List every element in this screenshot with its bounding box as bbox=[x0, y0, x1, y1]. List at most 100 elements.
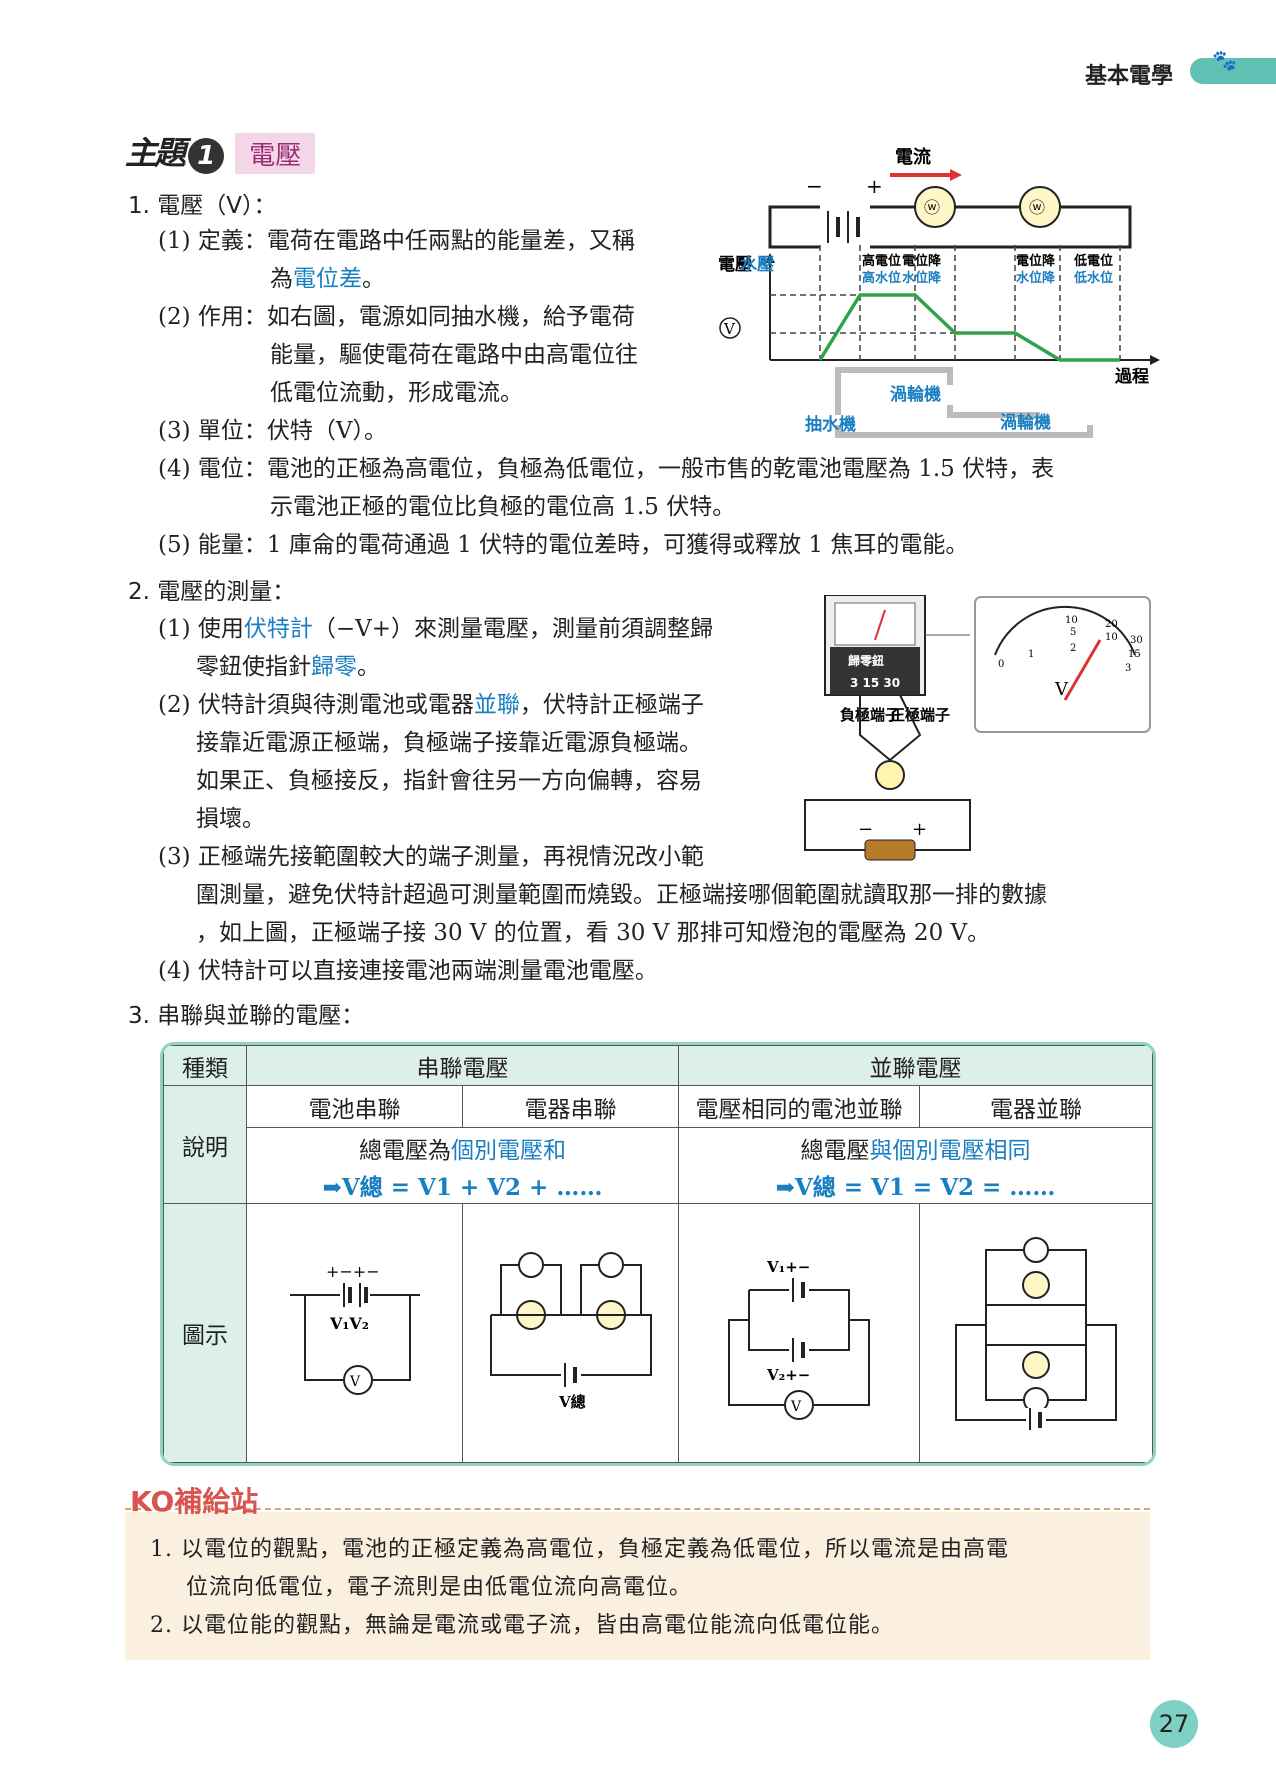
svg-text:15: 15 bbox=[1128, 649, 1141, 660]
battery-series-diagram: +−+− V₁V₂ V bbox=[289, 1262, 420, 1395]
svg-text:低電位: 低電位 bbox=[1073, 253, 1113, 269]
s1-definition-a: (1) 定義：電荷在電路中任兩點的能量差，又稱 bbox=[158, 228, 635, 254]
y-label-voltage: 電壓 bbox=[718, 255, 752, 275]
svg-text:2: 2 bbox=[1070, 643, 1076, 654]
paw-icon: 🐾 bbox=[1212, 48, 1237, 72]
parallel-desc: 總電壓與個別電壓相同 bbox=[678, 1127, 1153, 1168]
s2-m1-a: (1) 使用伏特計（−V+）來測量電壓，測量前須調整歸 bbox=[158, 616, 714, 642]
section-1-title: 1. 電壓（V）： bbox=[128, 193, 277, 219]
bulb-2-icon bbox=[1019, 186, 1061, 228]
term-voltmeter: 伏特計 bbox=[243, 616, 313, 642]
current-label: 電流 bbox=[895, 146, 931, 168]
s2-m3-b: 圍測量，避免伏特計超過可測量範圍而燒毀。正極端接哪個範圍就讀取那一排的數據 bbox=[196, 882, 1047, 908]
battery-icon bbox=[864, 839, 916, 861]
s2-m4: (4) 伏特計可以直接連接電池兩端測量電池電壓。 bbox=[158, 958, 658, 984]
s1-potential-a: (4) 電位：電池的正極為高電位，負極為低電位，一般市售的乾電池電壓為 1.5 … bbox=[158, 456, 1055, 482]
s2-m2-d: 損壞。 bbox=[196, 806, 265, 832]
ko-line-2: 2. 以電位能的觀點，無論是電流或電子流，皆由高電位能流向低電位能。 bbox=[150, 1613, 894, 1638]
battery-plus: + bbox=[866, 174, 883, 198]
s2-m1-b: 零鈕使指針歸零。 bbox=[196, 654, 380, 680]
terminal-labels: 3 15 30 bbox=[850, 676, 900, 690]
term-zero: 歸零 bbox=[311, 654, 357, 680]
chapter-title: 基本電學 bbox=[1085, 64, 1174, 89]
svg-text:+−+−: +−+− bbox=[326, 1262, 380, 1281]
diagram-device-parallel bbox=[919, 1203, 1153, 1463]
scale-v-label: V bbox=[1054, 679, 1069, 700]
svg-text:ⓦ: ⓦ bbox=[924, 198, 940, 217]
s2-m2-b: 接靠近電源正極端，負極端子接靠近電源負極端。 bbox=[196, 730, 702, 756]
svg-text:+: + bbox=[912, 819, 927, 840]
parallel-formula: ➡V總 = V1 = V2 = …… bbox=[678, 1167, 1153, 1204]
battery-minus: − bbox=[806, 174, 823, 198]
turbine-1-label: 渦輪機 bbox=[890, 384, 941, 405]
diagram-device-series: V總 bbox=[462, 1203, 679, 1463]
x-label: 過程 bbox=[1115, 367, 1149, 387]
svg-text:10: 10 bbox=[1065, 615, 1078, 626]
section-3-title: 3. 串聯與並聯的電壓： bbox=[128, 1003, 365, 1029]
sub-battery-series: 電池串聯 bbox=[246, 1085, 463, 1128]
svg-text:3: 3 bbox=[1125, 663, 1131, 674]
voltage-water-analogy-figure: 電流 − + ⓦ ⓦ 電壓 水壓 V 過程 高電位 電位降 高水位 水位降 電位… bbox=[718, 146, 1160, 438]
s2-m2-a: (2) 伏特計須與待測電池或電器並聯，伏特計正極端子 bbox=[158, 692, 704, 718]
s2-m3-c: ，如上圖，正極端子接 30 V 的位置，看 30 V 那排可知燈泡的電壓為 20… bbox=[196, 920, 991, 946]
svg-text:20: 20 bbox=[1105, 619, 1118, 630]
svg-text:V₁V₂: V₁V₂ bbox=[329, 1314, 369, 1333]
svg-text:−: − bbox=[858, 819, 873, 840]
th-parallel: 並聯電壓 bbox=[678, 1045, 1153, 1086]
series-formula: ➡V總 = V1 + V2 + …… bbox=[246, 1167, 679, 1204]
svg-text:V₁+−: V₁+− bbox=[766, 1258, 810, 1276]
diagram-battery-parallel: V₁+− V₂+− V bbox=[678, 1203, 920, 1463]
th-explain: 說明 bbox=[163, 1085, 247, 1204]
header-band bbox=[1190, 58, 1276, 84]
sub-device-series: 電器串聯 bbox=[462, 1085, 679, 1128]
svg-text:水位降: 水位降 bbox=[1016, 270, 1056, 286]
svg-text:電位降: 電位降 bbox=[902, 253, 942, 269]
s1-function-a: (2) 作用：如右圖，電源如同抽水機，給予電荷 bbox=[158, 304, 635, 330]
s2-m3-a: (3) 正極端先接範圍較大的端子測量，再視情況改小範 bbox=[158, 844, 704, 870]
sub-battery-parallel: 電壓相同的電池並聯 bbox=[678, 1085, 920, 1128]
potential-curve bbox=[818, 293, 1120, 362]
s1-potential-b: 示電池正極的電位比負極的電位高 1.5 伏特。 bbox=[270, 494, 736, 520]
th-kind: 種類 bbox=[163, 1045, 247, 1086]
svg-text:0: 0 bbox=[998, 659, 1004, 670]
battery-parallel-diagram: V₁+− V₂+− V bbox=[728, 1258, 870, 1420]
ko-divider bbox=[125, 1508, 1150, 1510]
turbine-2-label: 渦輪機 bbox=[1000, 412, 1051, 433]
th-series: 串聯電壓 bbox=[246, 1045, 679, 1086]
neg-terminal-label: 負極端子 bbox=[840, 706, 900, 724]
section-2-title: 2. 電壓的測量： bbox=[128, 579, 296, 605]
s2-m2-c: 如果正、負極接反，指針會往另一方向偏轉，容易 bbox=[196, 768, 702, 794]
device-parallel-diagram bbox=[955, 1237, 1117, 1432]
th-diagram: 圖示 bbox=[163, 1203, 247, 1463]
pos-terminal-label: 正極端子 bbox=[890, 706, 950, 724]
voltmeter-measurement-figure: 歸零鈕 3 15 30 10 20 30 5 10 15 0 1 2 3 V 負… bbox=[804, 595, 1151, 861]
device-series-diagram: V總 bbox=[489, 1252, 652, 1411]
svg-text:高水位: 高水位 bbox=[862, 270, 901, 286]
sub-device-parallel: 電器並聯 bbox=[919, 1085, 1153, 1128]
diagram-battery-series: +−+− V₁V₂ V bbox=[246, 1203, 463, 1463]
topic-number: 1 bbox=[188, 138, 225, 174]
ko-line-1b: 位流向低電位，電子流則是由低電位流向高電位。 bbox=[186, 1575, 693, 1600]
topic-prefix: 主題 bbox=[125, 134, 186, 172]
bulb-1-icon bbox=[914, 186, 956, 228]
series-parallel-table: 種類 串聯電壓 並聯電壓 說明 電池串聯 電器串聯 電壓相同的電池並聯 電器並聯… bbox=[160, 1042, 1156, 1466]
y-label-water: 水壓 bbox=[740, 254, 774, 275]
ko-line-1a: 1. 以電位的觀點，電池的正極定義為高電位，負極定義為低電位，所以電流是由高電 bbox=[150, 1537, 1009, 1562]
s1-function-b: 能量，驅使電荷在電路中由高電位往 bbox=[270, 342, 638, 368]
svg-text:5: 5 bbox=[1070, 627, 1076, 638]
ko-title: KO補給站 bbox=[130, 1485, 259, 1518]
series-desc: 總電壓為個別電壓和 bbox=[246, 1127, 679, 1168]
svg-text:V總: V總 bbox=[558, 1393, 586, 1411]
scale-zoom bbox=[974, 596, 1151, 733]
svg-text:10: 10 bbox=[1105, 632, 1118, 643]
svg-text:30: 30 bbox=[1130, 635, 1143, 646]
bulb-icon bbox=[875, 760, 905, 790]
page-number: 27 bbox=[1150, 1700, 1198, 1748]
term-parallel: 並聯 bbox=[473, 692, 520, 718]
s1-unit: (3) 單位：伏特（V）。 bbox=[158, 418, 388, 444]
pump-label: 抽水機 bbox=[805, 414, 856, 435]
topic-label: 電壓 bbox=[235, 133, 316, 174]
svg-text:V: V bbox=[790, 1399, 802, 1415]
svg-text:高電位: 高電位 bbox=[862, 253, 901, 269]
s1-energy: (5) 能量：1 庫侖的電荷通過 1 伏特的電位差時，可獲得或釋放 1 焦耳的電… bbox=[158, 532, 969, 558]
